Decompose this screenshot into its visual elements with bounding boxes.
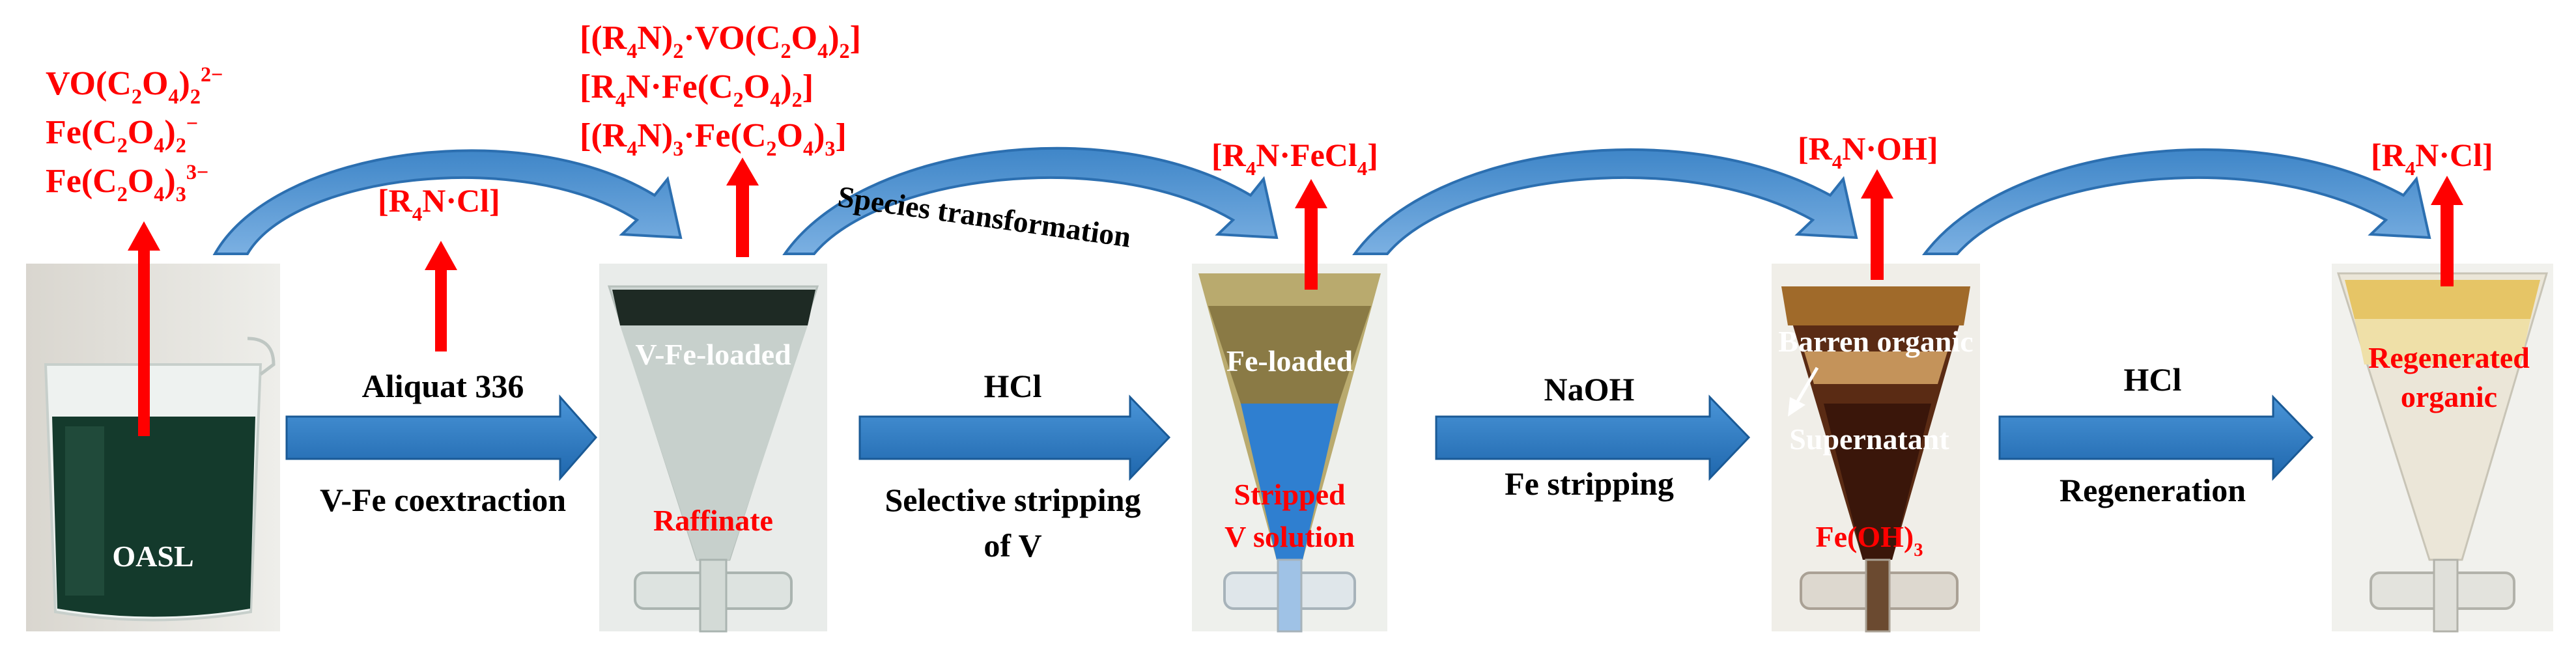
species-coext-1: [(R4N)2·VO(C2O4)2] <box>580 20 861 62</box>
label-naoh: NaOH <box>1544 371 1635 407</box>
photo-oasl-beaker <box>26 264 280 631</box>
label-aliquat: Aliquat 336 <box>362 368 524 404</box>
label-regenerated: Regenerated <box>2368 341 2530 374</box>
species-coext-2: [R4N·Fe(C2O4)2] <box>580 68 814 111</box>
label-fe-stripping: Fe stripping <box>1505 465 1674 502</box>
species-oasl: VO(C2O4)22− Fe(C2O4)2− Fe(C2O4)33− <box>46 62 223 206</box>
species-oasl-1: VO(C2O4)22− <box>46 62 223 108</box>
species-stripping-v: [R4N·FeCl4] <box>1211 137 1378 180</box>
species-r4noh: [R4N·OH] <box>1798 130 1938 173</box>
red-arrow-oasl <box>128 221 160 436</box>
species-coextraction: [(R4N)2·VO(C2O4)2] [R4N·Fe(C2O4)2] [(R4N… <box>580 20 861 160</box>
process-arrow-stripping-fe <box>1435 394 1751 481</box>
photo-regeneration-funnel <box>2332 264 2553 633</box>
curved-arrow-2 <box>782 146 1279 255</box>
species-r4nfecl4: [R4N·FeCl4] <box>1211 137 1378 180</box>
curved-arrow-4 <box>1921 148 2431 255</box>
red-arrow-stripping-v <box>1295 179 1327 290</box>
label-selective-stripping: Selective stripping <box>885 482 1140 518</box>
curved-arrow-3 <box>1352 148 1858 255</box>
process-arrow-coextraction <box>285 394 597 481</box>
red-arrow-coextraction <box>726 158 759 257</box>
curved-arrow-1 <box>212 149 683 255</box>
red-arrow-reagent <box>425 241 457 351</box>
species-transformation-label: Species transformation <box>836 180 1133 254</box>
process-arrow-regeneration <box>1998 394 2314 481</box>
photo-coextraction-funnel <box>599 264 827 633</box>
process-arrows <box>285 394 2314 481</box>
species-coext-3: [(R4N)3·Fe(C2O4)3] <box>580 117 847 160</box>
label-regeneration: Regeneration <box>2059 472 2246 508</box>
red-arrow-regeneration <box>2431 176 2463 286</box>
red-arrow-stripping-fe <box>1861 169 1893 280</box>
label-feoh3: Fe(OH)3 <box>1816 520 1923 560</box>
label-coextraction: V-Fe coextraction <box>320 482 566 518</box>
photo-labels: OASL V-Fe-loaded Raffinate Fe-loaded Str… <box>112 325 2530 573</box>
curved-transfer-arrows <box>212 146 2431 255</box>
process-arrow-stripping-v <box>858 394 1171 481</box>
label-vfe-loaded: V-Fe-loaded <box>635 338 791 371</box>
process-labels: Aliquat 336 V-Fe coextraction HCl Select… <box>320 361 2246 564</box>
label-oasl: OASL <box>112 540 193 573</box>
label-of-v: of V <box>984 527 1041 564</box>
label-v-solution: V solution <box>1224 520 1355 553</box>
photo-stripping-fe-funnel <box>1772 264 1980 633</box>
species-r4ncl-regen: [R4N·Cl] <box>2371 137 2493 180</box>
reagent-r4ncl: [R4N·Cl] <box>378 182 500 225</box>
reagent-label: [R4N·Cl] <box>378 182 500 225</box>
label-hcl-1: HCl <box>984 368 1042 404</box>
white-pointer-arrow <box>1788 366 1819 417</box>
label-fe-loaded: Fe-loaded <box>1226 344 1353 378</box>
species-oasl-3: Fe(C2O4)33− <box>46 160 208 206</box>
species-stripping-fe: [R4N·OH] <box>1798 130 1938 173</box>
label-organic: organic <box>2401 380 2497 413</box>
red-up-arrows <box>128 158 2463 436</box>
label-stripped: Stripped <box>1234 478 1346 511</box>
label-supernatant: Supernatant <box>1789 422 1949 456</box>
species-oasl-2: Fe(C2O4)2− <box>46 111 198 157</box>
label-raffinate: Raffinate <box>653 504 773 537</box>
species-regeneration: [R4N·Cl] <box>2371 137 2493 180</box>
photo-stripping-v-funnel <box>1192 264 1387 633</box>
label-hcl-2: HCl <box>2124 361 2182 398</box>
label-barren-organic: Barren organic <box>1778 325 1973 358</box>
